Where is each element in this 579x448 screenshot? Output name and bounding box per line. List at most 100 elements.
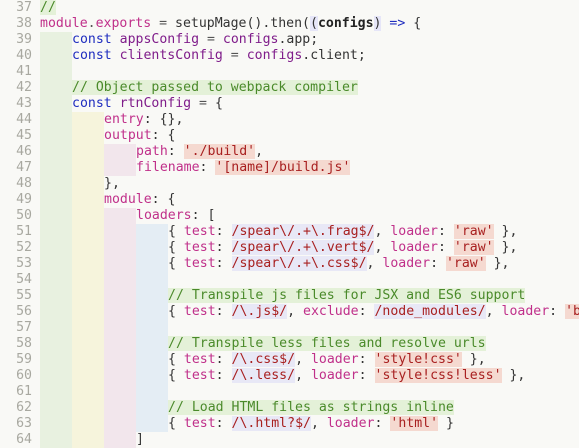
code-line[interactable]: 59{ test: /\.css$/, loader: 'style!css' …	[0, 352, 579, 368]
indent-guide	[72, 384, 104, 400]
code-token: :	[374, 416, 391, 431]
code-token: /\.css$/	[231, 352, 296, 367]
code-line[interactable]: 48},	[0, 176, 579, 192]
indent-guide	[40, 224, 72, 240]
code-line[interactable]: 54	[0, 272, 579, 288]
code-text: { test: /spear\/.+\.frag$/, loader: 'raw…	[168, 224, 517, 240]
indent-guide	[72, 208, 104, 224]
indent-guide	[72, 288, 104, 304]
code-token: =	[151, 16, 175, 31]
code-token: },	[493, 240, 518, 255]
indent-guide	[136, 240, 168, 256]
line-number: 58	[16, 336, 32, 351]
code-text: },	[104, 176, 120, 192]
code-token: exclude	[303, 304, 359, 319]
line-number: 53	[16, 256, 32, 271]
code-token: {	[168, 240, 184, 255]
code-line[interactable]: 52{ test: /spear\/.+\.vert$/, loader: 'r…	[0, 240, 579, 256]
indent-guide	[104, 144, 136, 160]
code-token: ,	[485, 304, 502, 319]
code-line[interactable]: 58// Transpile less files and resolve ur…	[0, 336, 579, 352]
code-line[interactable]: 57	[0, 320, 579, 336]
indent-guide	[40, 256, 72, 272]
code-line[interactable]: 62// Load HTML files as strings inline	[0, 400, 579, 416]
indent-guide	[104, 416, 136, 432]
code-token: test	[183, 352, 216, 367]
line-number: 64	[16, 432, 32, 447]
code-token: =	[199, 32, 223, 47]
code-text: { test: /\.css$/, loader: 'style!css' },	[168, 352, 486, 368]
code-token: /\.less/	[231, 368, 296, 383]
code-token: :	[430, 256, 446, 271]
line-number: 57	[16, 320, 32, 335]
indent-guide	[40, 304, 72, 320]
indent-guide	[40, 368, 72, 384]
code-line[interactable]: 49 module: {	[0, 192, 579, 208]
line-number: 55	[16, 288, 32, 303]
code-line[interactable]: 55// Transpile js files for JSX and ES6 …	[0, 288, 579, 304]
indent-guide	[40, 240, 72, 256]
code-text: { test: /\.less/, loader: 'style!css!les…	[168, 368, 525, 384]
code-token: /spear\/.+\.vert$/	[231, 240, 375, 255]
indent-guide	[40, 48, 72, 64]
code-token: loaders	[136, 208, 192, 223]
indent-guide	[136, 256, 168, 272]
code-text: path: './build',	[136, 144, 263, 160]
code-token: /spear\/.+\.frag$/	[231, 224, 375, 239]
code-token: exports	[95, 16, 152, 31]
code-token: test	[183, 368, 216, 383]
code-text: { test: /spear\/.+\.css$/, loader: 'raw'…	[168, 256, 509, 272]
code-token: :	[215, 416, 232, 431]
code-line[interactable]: 41	[0, 64, 579, 80]
line-number: 40	[16, 48, 32, 63]
code-token: : {	[151, 128, 176, 143]
line-number: 60	[16, 368, 32, 383]
code-token: const	[72, 32, 120, 47]
code-token: loader	[390, 224, 438, 239]
indent-guide	[72, 176, 104, 192]
code-text: //	[40, 0, 56, 16]
indent-guide	[136, 320, 168, 336]
code-token: :	[199, 160, 216, 175]
indent-guide	[40, 416, 72, 432]
code-text: module: {	[104, 192, 175, 208]
code-token: )	[373, 16, 382, 31]
indent-guide	[40, 112, 72, 128]
code-token: /\.html?$/	[231, 416, 311, 431]
code-line[interactable]: 53 { test: /spear\/.+\.css$/, loader: 'ra…	[0, 256, 579, 272]
line-number: 50	[16, 208, 32, 223]
indent-guide	[40, 144, 72, 160]
code-line[interactable]: 42// Object passed to webpack compiler	[0, 80, 579, 96]
code-token: :	[167, 144, 184, 159]
code-token: '[name]/build.js'	[215, 160, 351, 175]
code-line[interactable]: 56{ test: /\.js$/, exclude: /node_module…	[0, 304, 579, 320]
indent-guide	[136, 224, 168, 240]
code-line[interactable]: 64]	[0, 432, 579, 448]
indent-guide	[136, 416, 168, 432]
indent-guide	[40, 176, 72, 192]
code-token: ,	[255, 144, 264, 159]
code-token: test	[183, 240, 216, 255]
indent-guide	[40, 128, 72, 144]
indent-guide	[136, 400, 168, 416]
line-number: 49	[16, 192, 32, 207]
code-line[interactable]: 63{ test: /\.html?$/, loader: 'html' }	[0, 416, 579, 432]
code-line[interactable]: 37//	[0, 0, 579, 16]
code-line[interactable]: 60 { test: /\.less/, loader: 'style!css!l…	[0, 368, 579, 384]
indent-guide	[40, 64, 72, 80]
code-token: configs	[222, 32, 279, 47]
code-line[interactable]: 51{ test: /spear\/.+\.frag$/, loader: 'r…	[0, 224, 579, 240]
code-token: },	[485, 256, 510, 271]
code-line[interactable]: 61	[0, 384, 579, 400]
code-token: (	[310, 16, 318, 31]
